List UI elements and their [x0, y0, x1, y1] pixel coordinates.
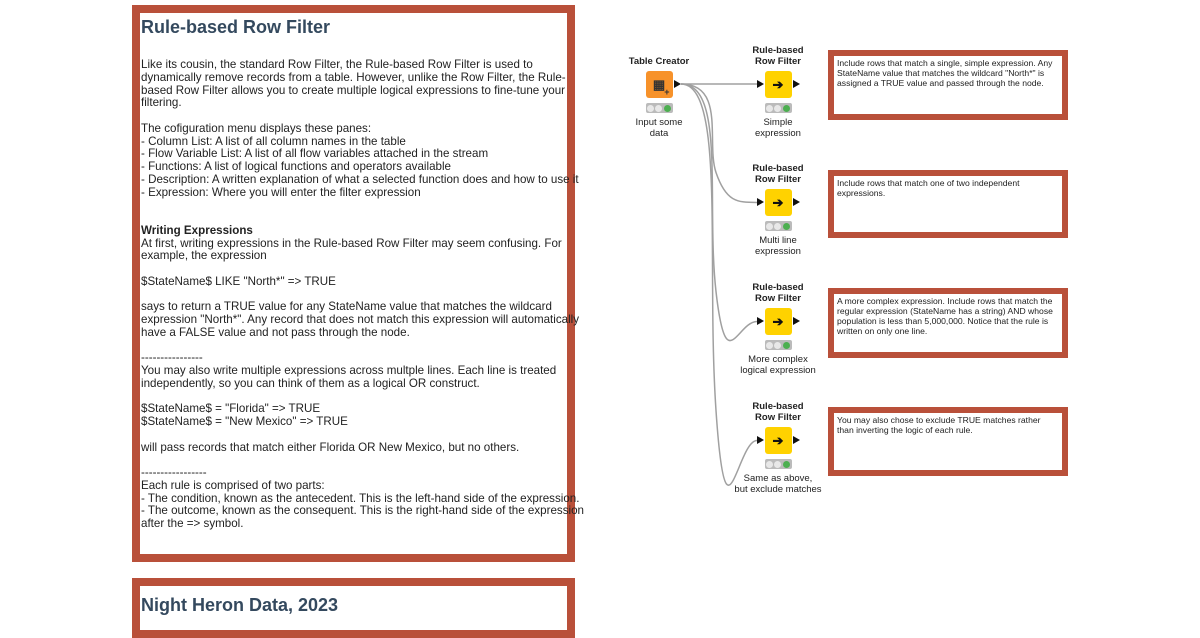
input-port[interactable]	[756, 436, 764, 444]
node-label[interactable]: Same as above,but exclude matches	[734, 473, 822, 495]
description-line: - Description: A written explanation of …	[141, 172, 579, 186]
input-port[interactable]	[756, 317, 764, 325]
description-line: - Functions: A list of logical functions…	[141, 160, 451, 173]
description-line: after the => symbol.	[141, 517, 244, 530]
description-line: $StateName$ LIKE "North*" => TRUE	[141, 274, 336, 288]
description-line: independently, so you can think of them …	[141, 376, 480, 390]
description-line: says to return a TRUE value for any Stat…	[141, 300, 552, 314]
description-line: ----------------	[141, 351, 203, 365]
output-port[interactable]	[792, 80, 800, 88]
description-line: $StateName$ = "New Mexico" => TRUE	[141, 415, 348, 428]
description-line: Each rule is comprised of two parts:	[141, 478, 325, 492]
connection-line[interactable]	[680, 83, 758, 342]
description-line: Writing Expressions	[141, 223, 253, 237]
description-line: - Column List: A list of all column name…	[141, 134, 406, 148]
table-create-icon: ▦+	[645, 71, 681, 98]
annotation-text: Include rows that match one of two indep…	[837, 178, 1020, 198]
status-lights	[645, 103, 673, 113]
node-annotation: You may also chose to exclude TRUE match…	[828, 407, 1068, 476]
description-line: - The outcome, known as the consequent. …	[141, 504, 584, 518]
status-lights	[764, 340, 792, 350]
input-port[interactable]	[756, 198, 764, 206]
input-port[interactable]	[756, 80, 764, 88]
description-line: example, the expression	[141, 249, 267, 263]
description-annotation: Rule-based Row Filter Like its cousin, t…	[132, 5, 584, 562]
description-line: $StateName$ = "Florida" => TRUE	[141, 402, 321, 416]
description-line: filtering.	[141, 96, 182, 110]
description-line: - Expression: Where you will enter the f…	[141, 185, 421, 199]
output-port[interactable]	[792, 436, 800, 444]
description-line: - Flow Variable List: A list of all flow…	[141, 147, 489, 161]
node-annotation: Include rows that match a single, simple…	[828, 50, 1068, 120]
description-line: Like its cousin, the standard Row Filter…	[141, 58, 533, 71]
status-lights	[764, 459, 792, 469]
status-lights	[764, 221, 792, 231]
description-line: -----------------	[141, 466, 207, 479]
node-annotation: Include rows that match one of two indep…	[828, 170, 1068, 238]
row-filter-arrow-icon: ➔	[756, 71, 800, 98]
annotation-text: You may also chose to exclude TRUE match…	[837, 415, 1041, 435]
connection-line[interactable]	[680, 83, 758, 486]
annotation-text: A more complex expression. Include rows …	[837, 296, 1053, 336]
description-line: based Row Filter allows you to create mu…	[141, 83, 566, 97]
description-title: Rule-based Row Filter	[141, 17, 331, 37]
description-line: have a FALSE value and not pass through …	[141, 325, 410, 339]
row-filter-arrow-icon: ➔	[756, 189, 800, 216]
description-line: dynamically remove records from a table.…	[141, 70, 566, 84]
node-name: Table Creator	[628, 56, 690, 67]
node-annotation: A more complex expression. Include rows …	[828, 288, 1068, 358]
footer-title: Night Heron Data, 2023	[141, 595, 339, 615]
description-line: - The condition, known as the antecedent…	[141, 491, 580, 505]
output-port[interactable]	[792, 198, 800, 206]
output-port[interactable]	[673, 80, 681, 88]
output-port[interactable]	[792, 317, 800, 325]
description-line: expression "North*". Any record that doe…	[141, 313, 580, 326]
description-line: At first, writing expressions in the Rul…	[141, 236, 562, 250]
description-text: Like its cousin, the standard Row Filter…	[141, 58, 584, 531]
row-filter-arrow-icon: ➔	[756, 427, 800, 454]
annotation-text: Include rows that match a single, simple…	[837, 58, 1053, 88]
description-line: You may also write multiple expressions …	[141, 364, 557, 377]
status-lights	[764, 103, 792, 113]
connection-line[interactable]	[680, 83, 758, 204]
description-line: will pass records that match either Flor…	[141, 440, 520, 454]
row-filter-arrow-icon: ➔	[756, 308, 800, 335]
description-line: The cofiguration menu displays these pan…	[141, 121, 372, 135]
